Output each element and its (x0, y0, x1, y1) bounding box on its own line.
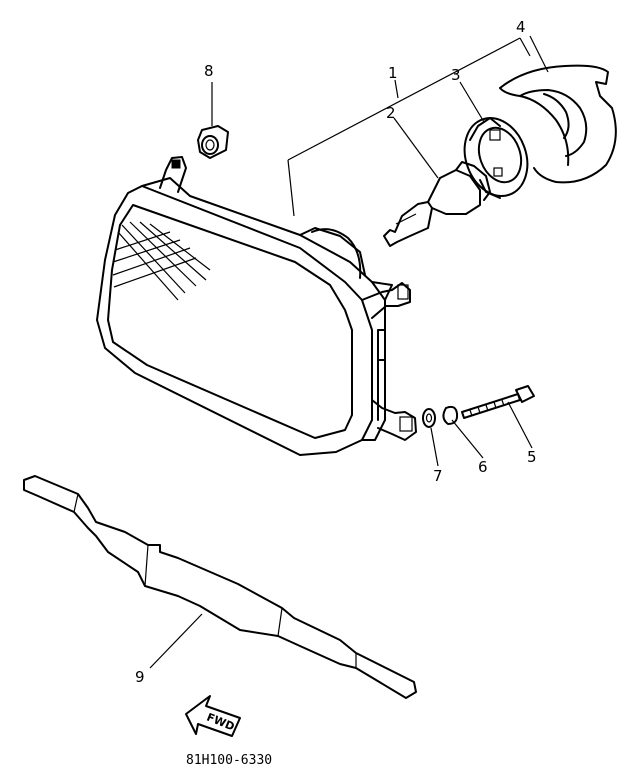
leader-lines (149, 35, 549, 669)
callout-9: 9 (135, 668, 145, 686)
adjusting-screw (461, 385, 535, 419)
upper-adjuster-nut (397, 284, 409, 300)
callout-4: 4 (516, 18, 526, 36)
upper-mounting-bracket (159, 156, 187, 193)
lower-adjuster-nut (399, 416, 413, 432)
forward-direction-arrow: FWD (185, 695, 241, 737)
bracket-hole (171, 159, 181, 169)
reflector-dome (311, 228, 362, 279)
callout-8: 8 (204, 62, 214, 80)
lower-adjuster-bracket (371, 399, 417, 441)
bulb-holder (463, 117, 529, 199)
headlight-unit (96, 156, 417, 456)
callout-2: 2 (386, 104, 396, 122)
headlight-lens (107, 204, 353, 439)
grommet (197, 125, 229, 159)
rubber-cover (499, 64, 617, 184)
callout-3: 3 (451, 66, 461, 84)
upper-adjuster-bracket (361, 282, 411, 319)
callout-5: 5 (527, 448, 537, 466)
callout-1: 1 (388, 64, 398, 82)
headlight-housing (141, 177, 386, 441)
headlight-housing-rear (299, 227, 393, 421)
diagram-code: 81H100-6330 (186, 753, 272, 768)
callout-6: 6 (478, 458, 488, 476)
bulb (383, 161, 491, 247)
callout-labels: 1 2 3 4 5 6 7 8 9 (135, 18, 537, 686)
headlight-lens-frame (96, 185, 373, 456)
callout-7: 7 (433, 467, 443, 485)
spring-washer (442, 405, 459, 425)
lower-cover (23, 475, 417, 699)
washer (422, 408, 436, 428)
lens-reflection (112, 221, 211, 301)
